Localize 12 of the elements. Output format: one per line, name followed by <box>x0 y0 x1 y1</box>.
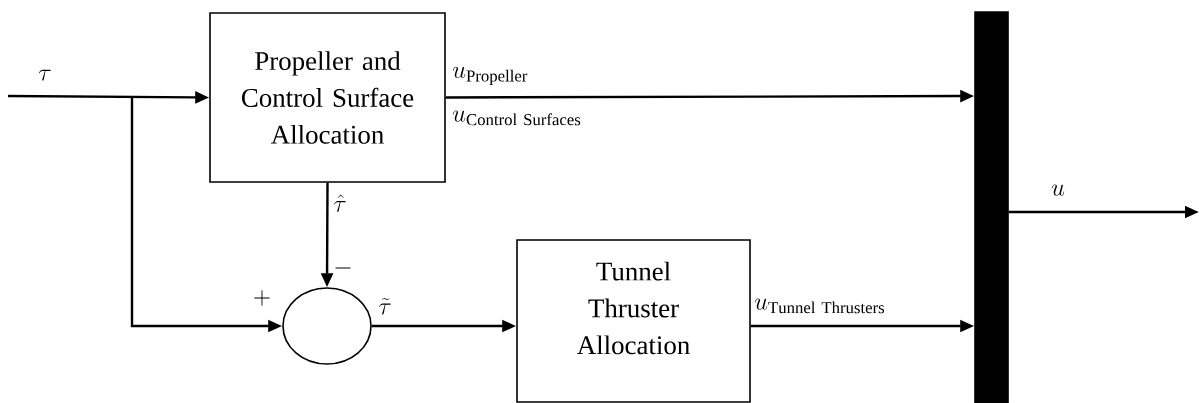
summing-junction <box>282 287 372 365</box>
edge-label: $\hat{\tau}$ <box>332 193 348 213</box>
edge-label: $u_{\mathrm{Propeller}}$ <box>451 66 529 86</box>
edge-label: $\tilde{\tau}$ <box>377 296 393 316</box>
mux-bar <box>974 11 1009 403</box>
edge-label: $u_{\mathrm{Tunnel\ Thrusters}}$ <box>753 297 887 315</box>
edge-label: $\tau$ <box>37 68 53 82</box>
edge-label: $u$ <box>1050 183 1066 197</box>
sign-label: $-$ <box>335 267 351 269</box>
allocation-box: Tunnel Thruster Allocation <box>516 239 751 403</box>
sign-label: $+$ <box>254 290 270 306</box>
allocation-box: Propeller and Control Surface Allocation <box>209 12 446 183</box>
